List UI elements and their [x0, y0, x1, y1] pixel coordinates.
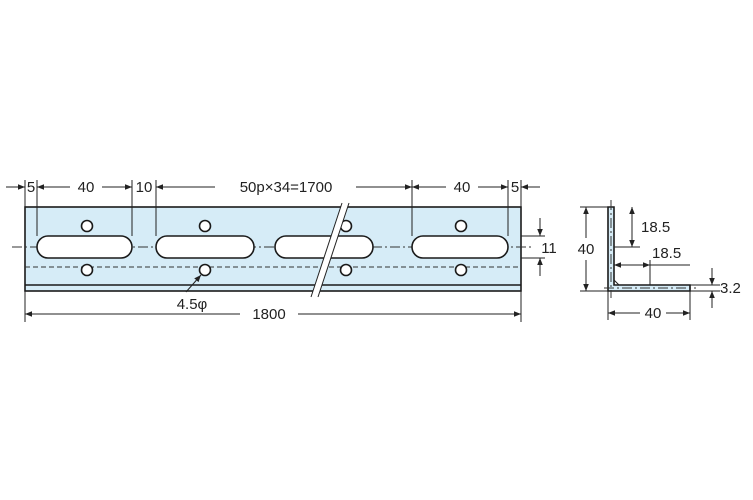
dim-hole-diameter: 4.5φ	[177, 296, 208, 313]
slot-4	[411, 235, 509, 259]
dim-section-height: 40	[578, 241, 595, 258]
hole-leader-line	[185, 274, 202, 293]
dim-right-edge: 5	[511, 179, 519, 196]
hole-2-top	[198, 219, 212, 233]
slot-1	[36, 235, 133, 259]
hole-1-top	[80, 219, 94, 233]
dim-gap: 10	[136, 179, 153, 196]
dim-total-length: 1800	[252, 306, 285, 323]
section-view: 40 18.5 18.5 3.2 40	[578, 200, 741, 322]
hole-4-top	[454, 219, 468, 233]
hole-3-bottom	[339, 263, 353, 277]
dim-pitch: 50p×34=1700	[240, 179, 333, 196]
slot-2	[155, 235, 255, 259]
break-mark	[310, 202, 350, 298]
section-inner-corner	[613, 279, 620, 286]
dim-section-width: 40	[645, 305, 662, 322]
dim-slot-height: 11	[541, 240, 557, 257]
hole-2-bottom	[198, 263, 212, 277]
extension-lines	[24, 180, 545, 322]
dim-upper-offset: 18.5	[641, 219, 670, 236]
dim-thickness: 3.2	[720, 280, 741, 297]
hole-4-bottom	[454, 263, 468, 277]
dim-left-edge: 5	[27, 179, 35, 196]
dim-lower-offset: 18.5	[652, 245, 681, 262]
dim-right-width: 40	[454, 179, 471, 196]
hole-1-bottom	[80, 263, 94, 277]
slot-3	[274, 235, 374, 259]
dim-left-width: 40	[78, 179, 95, 196]
front-view: 5 40 10 50p×34=1700 40 5 11 4.5φ 1800	[6, 179, 557, 323]
